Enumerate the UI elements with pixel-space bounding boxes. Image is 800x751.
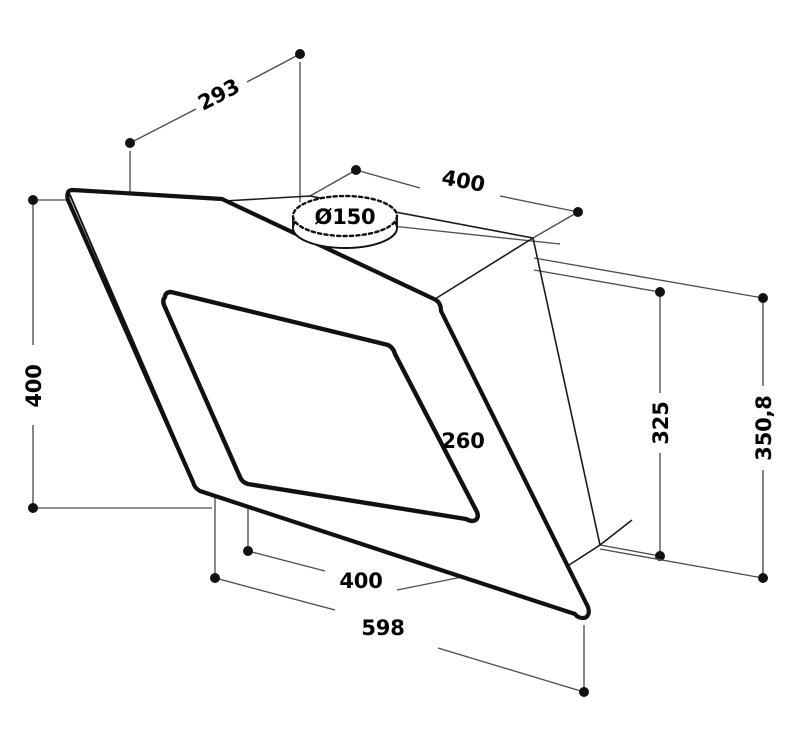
dimension-line-598-a bbox=[214, 577, 336, 611]
dimension-label-400-bottom: 400 bbox=[339, 569, 382, 593]
dimension-598 bbox=[210, 497, 589, 697]
back-face-lower-edge bbox=[599, 519, 633, 546]
duct-outlet bbox=[291, 194, 399, 249]
extension-line-400top-right bbox=[532, 211, 579, 239]
dimension-label-400-top: 400 bbox=[440, 165, 487, 196]
dimension-line-400top-a bbox=[355, 169, 421, 189]
glass-panel bbox=[161, 289, 480, 524]
dimension-dot-3508-top bbox=[758, 293, 768, 303]
dimension-label-598: 598 bbox=[361, 616, 404, 640]
extension-line-325-bottom bbox=[599, 544, 661, 557]
extension-line-325-top bbox=[533, 269, 661, 293]
dimension-dot-3508-bottom bbox=[758, 573, 768, 583]
dimension-325 bbox=[533, 269, 665, 561]
dimension-dot-400left-bottom bbox=[28, 503, 38, 513]
extension-line-400top-left bbox=[309, 169, 357, 197]
dimension-dot-325-top bbox=[655, 287, 665, 297]
dimension-line-400top-b bbox=[499, 195, 579, 213]
top-face-right-edge bbox=[434, 237, 534, 300]
dimension-dot-325-bottom bbox=[655, 551, 665, 561]
dimension-line-598-b bbox=[437, 647, 585, 693]
top-face-back-edge bbox=[223, 195, 534, 239]
dimension-line-293-a bbox=[129, 108, 197, 144]
dimension-dot-293-left bbox=[125, 138, 135, 148]
dimension-label-325: 325 bbox=[649, 401, 673, 444]
dimension-label-diameter-150: Ø150 bbox=[315, 205, 376, 229]
dimension-label-350-8: 350,8 bbox=[752, 395, 776, 460]
dimension-line-293-b bbox=[246, 53, 301, 83]
hood-left-silhouette bbox=[69, 194, 194, 481]
dimension-diameter-150 bbox=[391, 225, 561, 245]
glass-panel-outline bbox=[161, 289, 480, 524]
dimension-label-293: 293 bbox=[194, 74, 243, 115]
extension-line-3508-bottom bbox=[599, 548, 764, 579]
dimension-label-400-left: 400 bbox=[22, 364, 46, 407]
dimension-dot-400bot-left bbox=[243, 546, 253, 556]
dimension-line-400bot-a bbox=[247, 550, 326, 572]
dimension-label-260: 260 bbox=[441, 429, 484, 453]
extension-line-3508-top bbox=[533, 257, 764, 299]
leader-line-150 bbox=[391, 225, 561, 245]
dimension-350-8 bbox=[533, 257, 768, 583]
dimension-dot-400left-top bbox=[28, 195, 38, 205]
dimension-dot-598-right bbox=[579, 687, 589, 697]
dimension-400-top bbox=[309, 165, 583, 239]
dimension-dot-400top-right bbox=[573, 207, 583, 217]
duct-opening-ellipse bbox=[291, 194, 399, 238]
dimension-dot-293-right bbox=[295, 49, 305, 59]
dimension-dot-598-left bbox=[210, 573, 220, 583]
dimension-dot-400top-left bbox=[351, 165, 361, 175]
